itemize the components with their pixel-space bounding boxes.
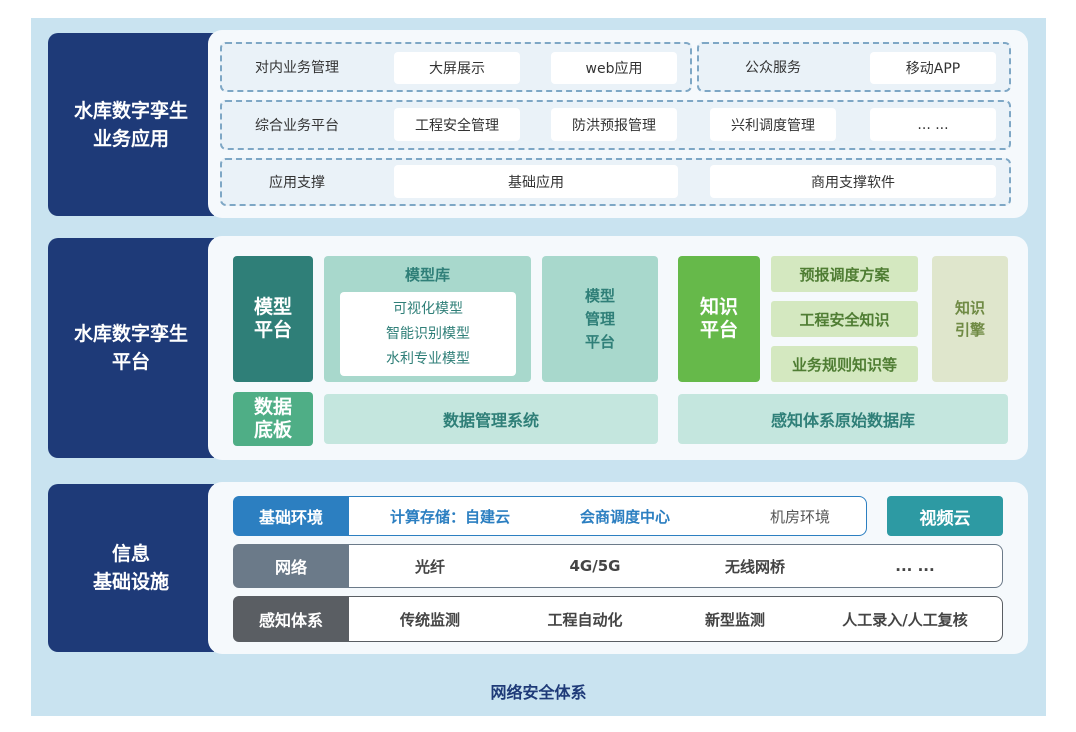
network-tag: 网络 (233, 544, 349, 588)
beneficial-dispatch-box: 兴利调度管理 (710, 108, 836, 141)
engineering-safety-box: 工程安全管理 (394, 108, 520, 141)
sensing-database-block: 感知体系原始数据库 (678, 394, 1008, 444)
data-base-block: 数据 底板 (233, 392, 313, 446)
network-row (233, 544, 1003, 588)
commercial-software-box: 商用支撑软件 (710, 165, 996, 198)
env-item-compute: 计算存储：自建云 (389, 507, 510, 526)
network-security-label: 网络安全体系 (490, 683, 587, 702)
sensing-row (233, 596, 1003, 642)
model-item-recognition: 智能识别模型 (386, 326, 470, 342)
model-library-list (340, 292, 516, 376)
network-item-ellipsis: ... ... (895, 557, 935, 575)
knowledge-engine-block: 知识 引擎 (932, 256, 1008, 382)
sensing-item-manual: 人工录入/人工复核 (842, 610, 968, 629)
model-management-block: 模型 管理 平台 (542, 256, 658, 382)
web-app-box: web应用 (551, 52, 677, 84)
sensing-item-new: 新型监测 (704, 610, 765, 629)
internal-management-title: 对内业务管理 (255, 60, 339, 76)
sensing-item-traditional: 传统监测 (399, 610, 460, 629)
sensing-item-automation: 工程自动化 (547, 610, 623, 629)
ellipsis-box: ... ... (870, 108, 996, 141)
model-platform-block: 模型 平台 (233, 256, 313, 382)
flood-forecast-box: 防洪预报管理 (551, 108, 677, 141)
model-item-hydraulic: 水利专业模型 (386, 351, 470, 367)
public-service-title: 公众服务 (745, 60, 801, 76)
data-management-block: 数据管理系统 (324, 394, 658, 444)
basic-environment-tag: 基础环境 (233, 496, 349, 536)
network-item-fiber: 光纤 (414, 557, 445, 576)
knowledge-platform-block: 知识 平台 (678, 256, 760, 382)
integrated-platform-title: 综合业务平台 (255, 118, 339, 134)
layer-label-infrastructure: 信息 基础设施 (48, 484, 214, 652)
mobile-app-box: 移动APP (870, 52, 996, 84)
app-support-title: 应用支撑 (269, 175, 325, 191)
big-screen-box: 大屏展示 (394, 52, 520, 84)
knowledge-item-forecast: 预报调度方案 (771, 256, 918, 292)
model-library-title: 模型库 (404, 265, 450, 284)
sensing-tag: 感知体系 (233, 596, 349, 642)
knowledge-item-safety: 工程安全知识 (771, 301, 918, 337)
knowledge-item-rules: 业务规则知识等 (771, 346, 918, 382)
network-item-bridge: 无线网桥 (724, 557, 785, 576)
basic-app-box: 基础应用 (394, 165, 678, 198)
layer-label-business-app: 水库数字孪生 业务应用 (48, 33, 214, 216)
network-item-4g5g: 4G/5G (569, 557, 621, 575)
model-item-visualization: 可视化模型 (393, 301, 463, 317)
env-item-machine-room: 机房环境 (769, 507, 830, 526)
layer-label-twin-platform: 水库数字孪生 平台 (48, 238, 214, 458)
env-item-consult-center: 会商调度中心 (579, 507, 670, 526)
video-cloud-block: 视频云 (887, 496, 1003, 536)
